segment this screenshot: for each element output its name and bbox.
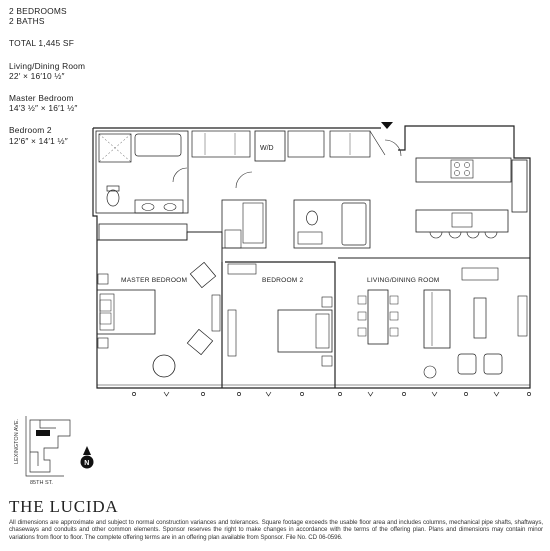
kitchen-island <box>415 209 509 233</box>
bedroom2-label: BEDROOM 2 <box>262 277 304 284</box>
legal-disclaimer: All dimensions are approximate and subje… <box>9 519 543 541</box>
hall-closet-3 <box>329 130 371 158</box>
bathtub-icon-2 <box>341 202 367 246</box>
closet-icon <box>98 223 188 241</box>
coffee-table-icon <box>473 297 487 339</box>
wd-label: W/D <box>260 145 274 152</box>
kitchen-counter <box>415 157 512 183</box>
master-bedroom-label: MASTER BEDROOM <box>121 277 187 284</box>
vanity-icon <box>134 199 184 214</box>
laundry-closet <box>254 130 286 162</box>
window-markers <box>132 391 531 397</box>
cooktop-icon <box>450 159 474 179</box>
bed-icon <box>96 289 156 335</box>
sofa-icon <box>423 289 451 349</box>
hall-closet-2 <box>287 130 325 158</box>
master-bedroom-size: 14′3 ½″ × 16′1 ½″ <box>9 103 78 114</box>
dining-chair-icon <box>357 295 367 305</box>
chair-icon <box>189 261 217 289</box>
stool-icon <box>429 231 443 239</box>
refrigerator-icon <box>511 159 528 213</box>
north-letter: N <box>84 460 89 467</box>
bedroom2-title: Bedroom 2 <box>9 125 52 136</box>
hall-closet <box>191 130 251 158</box>
sink-icon <box>451 212 473 228</box>
total-area: TOTAL 1,445 SF <box>9 38 75 49</box>
living-dining-label: LIVING/DINING ROOM <box>367 277 439 284</box>
armchair-icon <box>457 353 477 375</box>
building-name: THE LUCIDA <box>9 497 119 516</box>
bedroom2-wall <box>225 261 336 388</box>
bedrooms-count: 2 BEDROOMS <box>9 6 67 16</box>
bed-icon-2 <box>277 309 333 353</box>
nightstand-icon <box>97 273 109 285</box>
street-label-lexington: LEXINGTON AVE. <box>14 418 20 464</box>
bedroom2-closet <box>221 199 267 249</box>
master-bath <box>95 130 189 214</box>
shower-icon <box>98 133 132 163</box>
north-arrow-icon: N <box>80 446 94 469</box>
bathtub-icon <box>134 133 182 157</box>
media-console-icon <box>461 267 499 281</box>
round-table-icon <box>152 354 176 378</box>
entry-arrow-icon <box>381 122 393 129</box>
unit-location-marker <box>36 430 50 436</box>
door-swing <box>172 167 188 183</box>
exterior-wall <box>92 125 531 389</box>
living-room-size: 22′ × 16′10 ½″ <box>9 70 65 81</box>
baths-count: 2 BATHS <box>9 16 45 27</box>
bedroom2-size: 12′6″ × 14′1 ½″ <box>9 135 68 146</box>
toilet-icon <box>106 189 120 207</box>
dresser-icon <box>211 294 221 332</box>
key-plan: LEXINGTON AVE. 85TH ST. <box>14 416 71 486</box>
second-bath <box>293 199 371 249</box>
dining-table-icon <box>367 289 389 345</box>
unit-specs: 2 BEDROOMS 2 BATHS TOTAL 1,445 SF Living… <box>9 6 85 158</box>
dresser-icon-2 <box>227 309 237 357</box>
toilet-icon-2 <box>306 210 318 226</box>
living-room-title: Living/Dining Room <box>9 60 86 71</box>
master-bedroom-title: Master Bedroom <box>9 93 74 104</box>
street-label-85th: 85TH ST. <box>30 480 53 486</box>
